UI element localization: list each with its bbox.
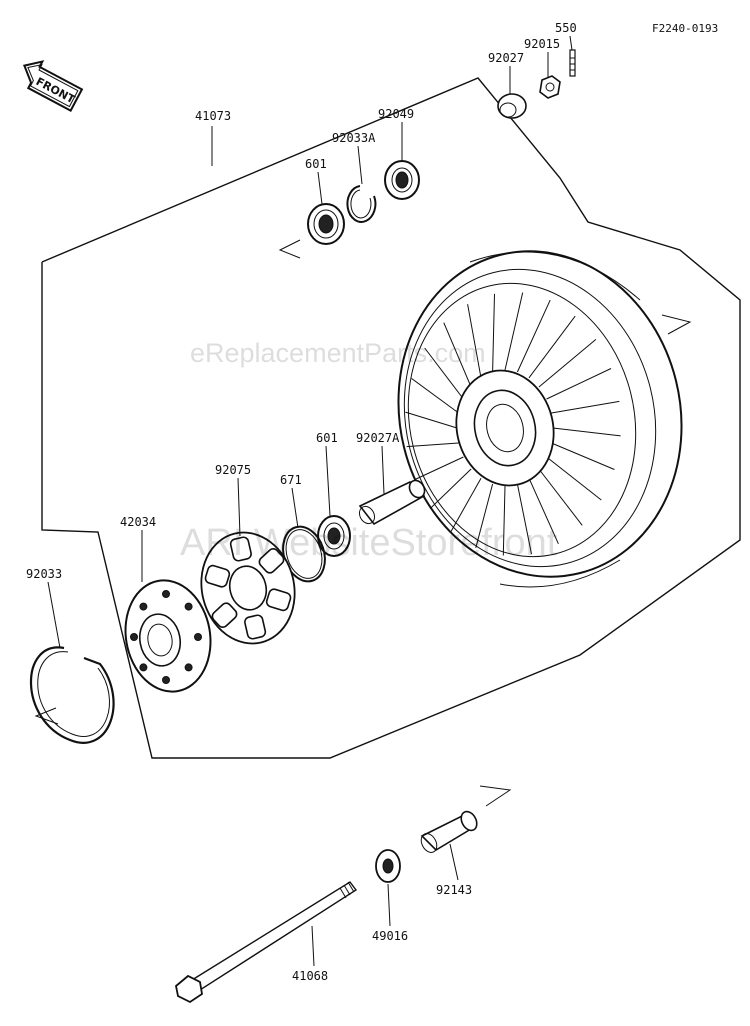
watermark-top: eReplacementParts.com: [190, 338, 486, 368]
part-label-41073: 41073: [195, 109, 231, 123]
part-label-92033a: 92033A: [332, 131, 376, 145]
wheel-spoke: [552, 427, 621, 437]
spacer-92027a: [358, 479, 426, 526]
wheel-spoke: [528, 477, 559, 545]
coupling-42034: [124, 579, 212, 693]
assembly-outline: [41, 77, 741, 759]
wheel-spoke: [450, 477, 482, 533]
wheel-spokes: [405, 292, 621, 556]
leader-lines: [47, 35, 573, 967]
coupling-bolt-hole: [162, 676, 170, 684]
wheel-spoke: [528, 315, 576, 379]
wheel-spoke: [516, 299, 551, 373]
wheel-spoke: [546, 368, 612, 400]
damper-block: [211, 602, 238, 629]
wheel-spoke: [551, 442, 615, 470]
chevron-left-icon: [278, 239, 301, 259]
figure-code: F2240-0193: [652, 22, 718, 35]
pin-550: [569, 49, 576, 77]
part-label-671: 671: [280, 473, 302, 487]
wheel-spoke: [406, 442, 459, 448]
chevron-left-icon: [34, 707, 59, 725]
wheel-spoke: [405, 411, 458, 429]
part-label-41068: 41068: [292, 969, 328, 983]
part-label-92027a: 92027A: [356, 431, 400, 445]
damper-92075: [200, 531, 296, 645]
ball-bearing-601-upper: [307, 203, 345, 245]
part-label-92027: 92027: [488, 51, 524, 65]
front-arrow-icon: FRONT: [23, 60, 84, 112]
coupling-bolt-hole: [184, 602, 193, 611]
part-label-92143: 92143: [436, 883, 472, 897]
watermark-bottom: ARI WebsiteStorefront: [180, 522, 558, 564]
wheel-spoke: [443, 322, 472, 388]
part-label-92033: 92033: [26, 567, 62, 581]
part-label-601-lower: 601: [316, 431, 338, 445]
wheel-spoke: [492, 293, 495, 373]
rear-wheel: [397, 250, 683, 588]
wheel-spoke: [411, 378, 459, 414]
wheel-spoke: [504, 292, 524, 371]
damper-block: [229, 536, 252, 562]
wheel-spoke: [551, 400, 620, 414]
part-label-601-upper: 601: [305, 157, 327, 171]
circlip-92033: [29, 646, 115, 744]
coupling-bolt-hole: [130, 633, 138, 641]
wheel-spoke: [516, 483, 532, 555]
spacer-92143: [420, 810, 478, 853]
wheel-spoke: [538, 468, 583, 526]
damper-block: [244, 614, 267, 640]
circlip-92033a: [346, 185, 377, 223]
wheel-spoke: [538, 339, 597, 388]
part-labels: 41073 92027 92015 550 92049 92033A 601 9…: [26, 21, 577, 983]
damper-blocks: [204, 536, 292, 640]
part-label-92015: 92015: [524, 37, 560, 51]
part-label-92049: 92049: [378, 107, 414, 121]
wheel-spoke: [429, 468, 472, 509]
axle-41068: [175, 881, 358, 1004]
coupling-bolt-hole: [139, 663, 148, 672]
wheel-spoke: [546, 456, 602, 501]
coupling-bolt-holes: [130, 590, 202, 684]
oil-seal-92049: [384, 160, 420, 200]
damper-block: [258, 547, 285, 574]
wheel-spoke: [475, 483, 494, 549]
coupling-bolt-hole: [162, 590, 170, 598]
coupling-bolt-hole: [139, 602, 148, 611]
nut-92015: [539, 75, 561, 99]
chevron-right-icon: [479, 785, 512, 807]
wheel-spoke: [424, 347, 464, 400]
chevron-right-icon: [661, 314, 692, 335]
coupling-bolt-hole: [194, 633, 202, 641]
part-label-49016: 49016: [372, 929, 408, 943]
ball-bearing-601-lower: [317, 515, 351, 557]
wheel-spoke: [414, 456, 464, 480]
wheel-spoke: [467, 304, 482, 378]
part-label-42034: 42034: [120, 515, 156, 529]
collar-92027: [497, 93, 527, 119]
collar-49016: [375, 849, 401, 883]
wheel-spoke: [502, 485, 506, 556]
damper-block: [265, 588, 292, 612]
part-label-550: 550: [555, 21, 577, 35]
coupling-bolt-hole: [184, 663, 193, 672]
damper-block: [204, 564, 231, 588]
part-label-92075: 92075: [215, 463, 251, 477]
